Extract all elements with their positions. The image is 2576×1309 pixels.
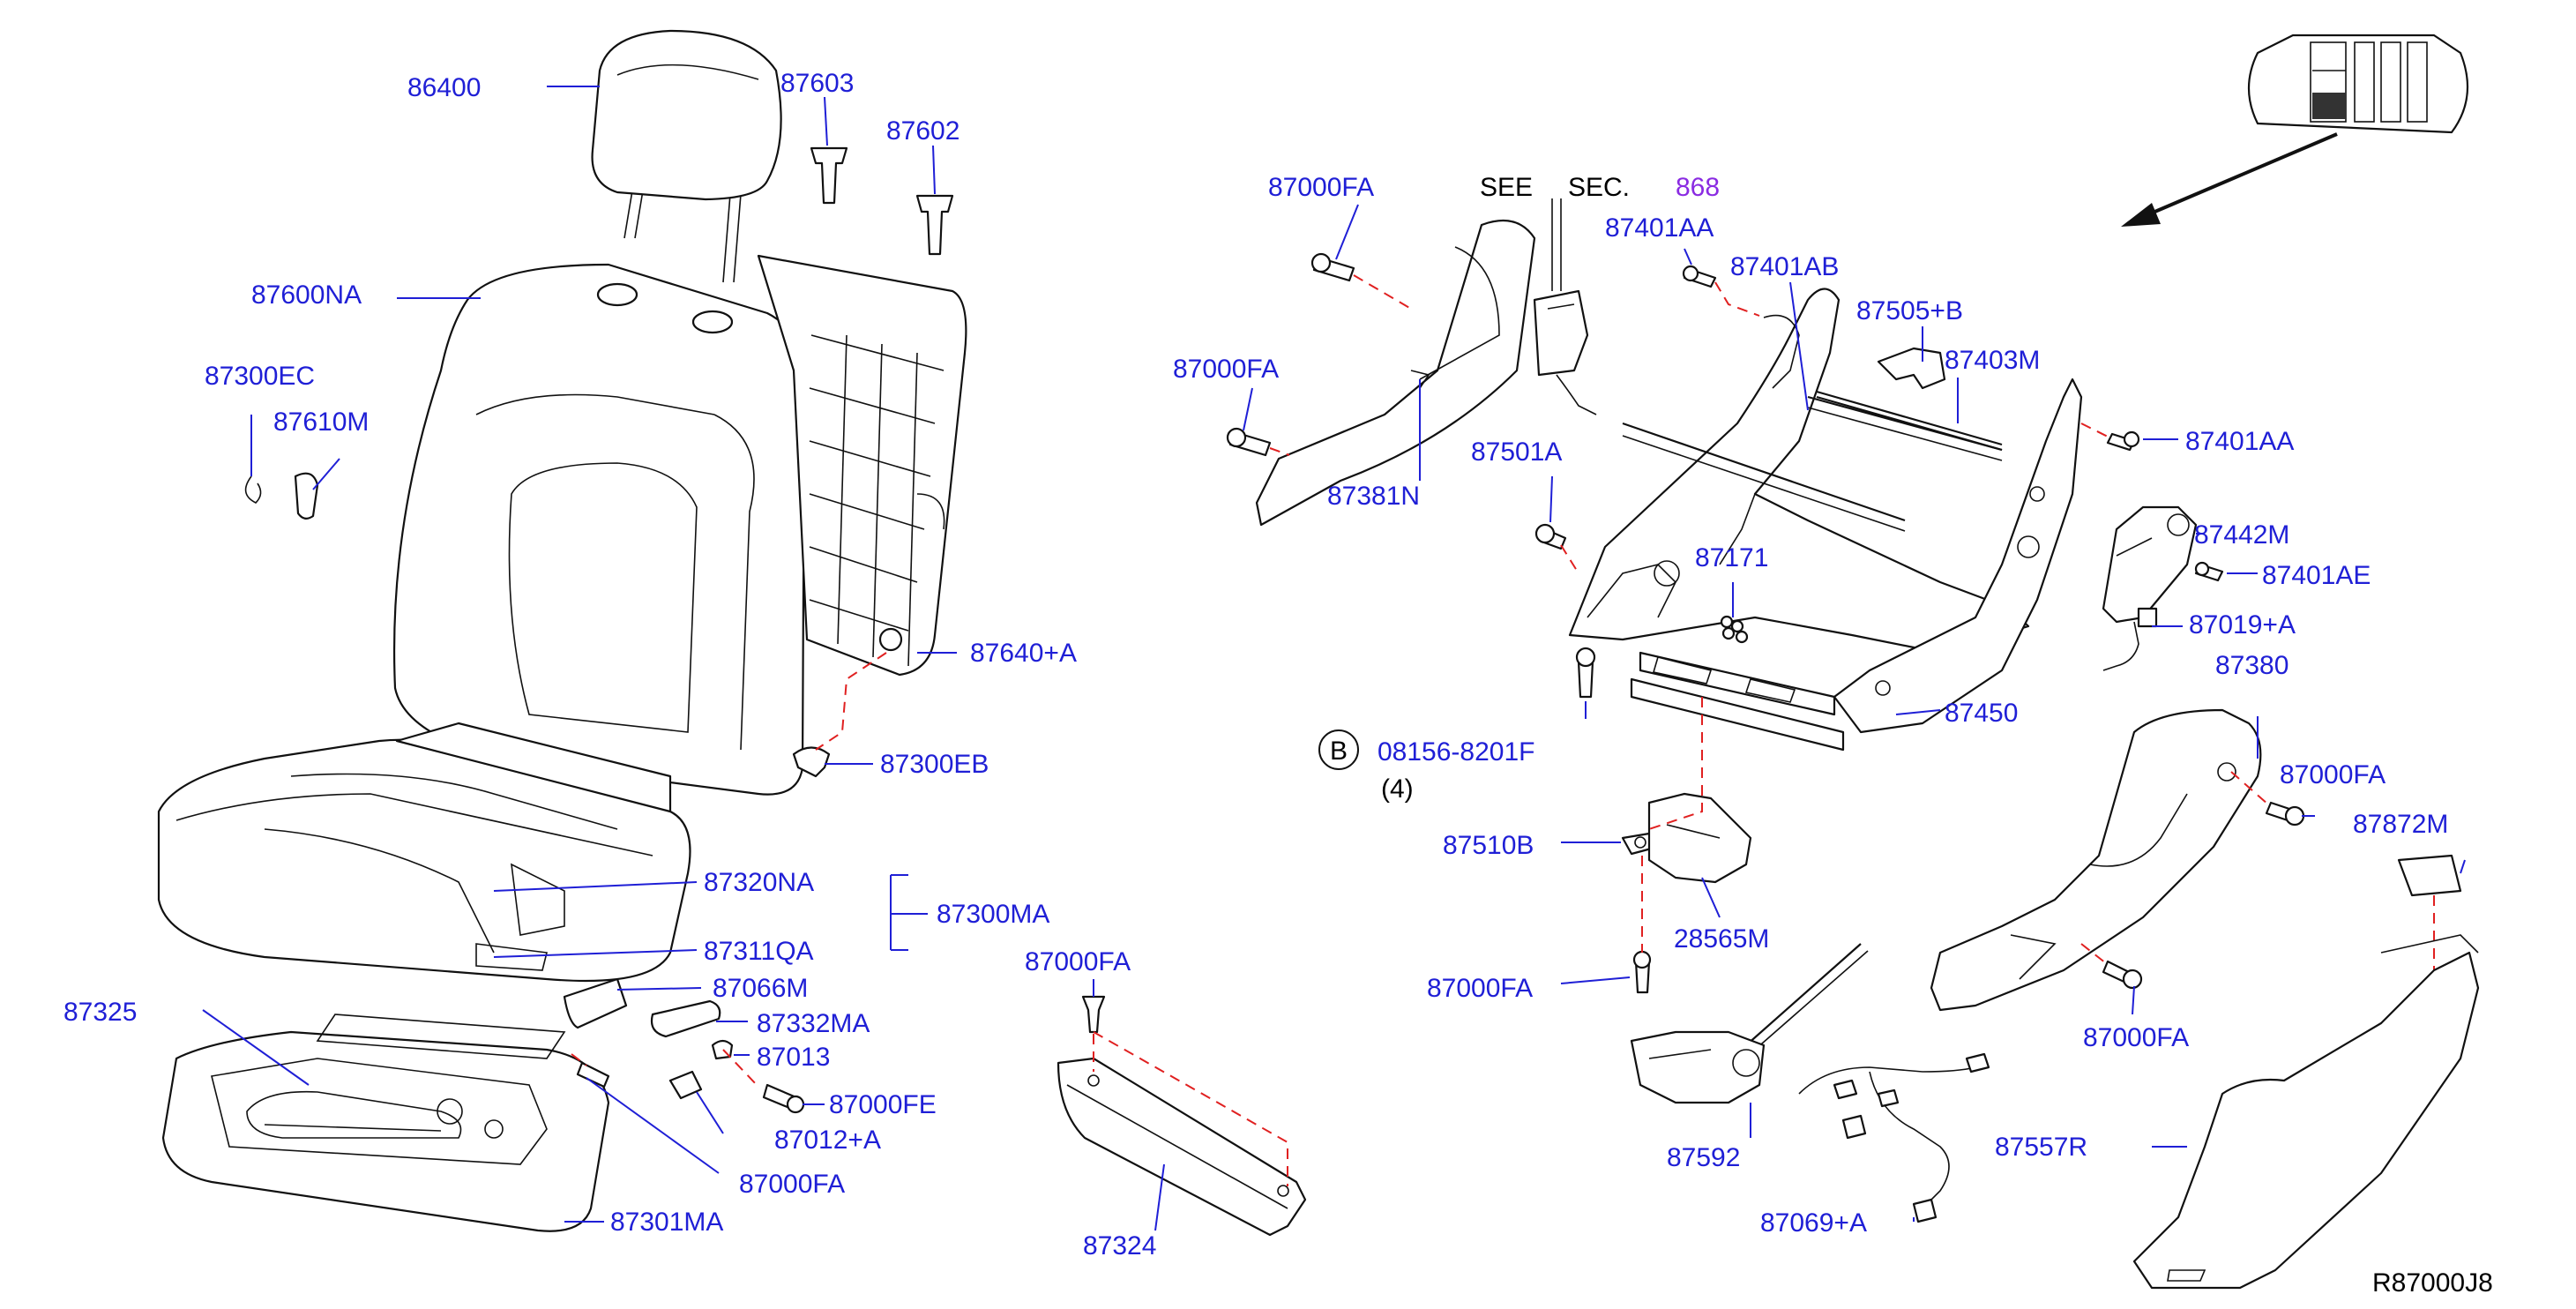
seat-cushion-part <box>157 722 691 983</box>
label-87602: 87602 <box>886 116 959 146</box>
clip-87300ec <box>244 475 262 504</box>
sec-label: SEC. <box>1568 173 1630 202</box>
label-87012a: 87012+A <box>774 1126 881 1155</box>
label-87401aa-right: 87401AA <box>2185 427 2294 456</box>
label-86400: 86400 <box>407 73 481 102</box>
label-87000fa-low: 87000FA <box>1427 974 1533 1003</box>
label-87311qa: 87311QA <box>704 937 814 966</box>
bolt-87000fa-low <box>1632 950 1652 994</box>
label-87505b: 87505+B <box>1856 296 1963 325</box>
label-87640a: 87640+A <box>970 639 1077 668</box>
motor-87442m <box>2102 505 2198 624</box>
callout-b-circle <box>1318 729 1359 770</box>
sec-number[interactable]: 868 <box>1676 173 1720 202</box>
label-87324: 87324 <box>1083 1231 1156 1260</box>
headrest-guide-87602 <box>915 194 954 256</box>
bolt-87000fa-cover2 <box>2102 960 2143 990</box>
see-label: SEE <box>1480 173 1533 202</box>
pad-87872m <box>2397 854 2462 897</box>
label-87000fa-cover2: 87000FA <box>2083 1023 2189 1052</box>
diagram-id: R87000J8 <box>2372 1268 2493 1298</box>
seat-cushion-frame <box>161 1014 610 1232</box>
label-87013: 87013 <box>757 1043 830 1072</box>
label-87000fe: 87000FE <box>829 1090 937 1119</box>
label-87300ma: 87300MA <box>937 900 1049 929</box>
label-87381n: 87381N <box>1327 482 1420 511</box>
label-87325: 87325 <box>63 998 137 1027</box>
cover-87066m <box>563 977 628 1029</box>
direction-arrow <box>2121 132 2338 227</box>
slide-motor-87592 <box>1630 943 1869 1104</box>
label-87600na: 87600NA <box>251 280 362 310</box>
bracket-87505b <box>1877 347 1946 390</box>
label-87000fa-top: 87000FA <box>1268 173 1374 202</box>
label-qty-4: (4) <box>1381 774 1414 804</box>
label-87401ae: 87401AE <box>2262 561 2371 590</box>
seatback-part <box>392 263 807 796</box>
label-87000fa-cover: 87000FA <box>2280 760 2386 789</box>
seatbelt-buckle <box>1533 198 1597 415</box>
label-87300ec: 87300EC <box>205 362 315 391</box>
bolt-87401aa-right <box>2106 430 2140 452</box>
bracket-28565m <box>1647 792 1752 884</box>
label-87380: 87380 <box>2215 651 2289 680</box>
label-87019a: 87019+A <box>2189 610 2296 640</box>
bolt-87000fa-top <box>1310 252 1355 282</box>
bolt-87000fe <box>762 1083 805 1114</box>
clip-87300eb <box>792 746 831 778</box>
seat-frame-87450 <box>1568 288 2083 752</box>
label-87603: 87603 <box>780 69 854 98</box>
bolt-87000fa-seat <box>576 1061 610 1088</box>
bolt-08156 <box>1575 647 1596 699</box>
label-87557r: 87557R <box>1995 1133 2087 1162</box>
bolt-87401ae <box>2194 561 2224 582</box>
label-87450: 87450 <box>1945 699 2018 728</box>
label-87320na: 87320NA <box>704 868 814 897</box>
seatback-frame-mesh <box>757 254 967 677</box>
label-28565m: 28565M <box>1674 924 1769 954</box>
bolt-87000fa-mid <box>1226 427 1272 457</box>
vehicle-location-icon <box>2247 34 2469 134</box>
leader-lines-right <box>1243 204 2466 1222</box>
label-08156-8201f: 08156-8201F <box>1378 737 1534 767</box>
label-87332ma: 87332MA <box>757 1009 870 1038</box>
bolt-87401aa-top <box>1682 265 1717 288</box>
label-87300eb: 87300EB <box>880 750 989 779</box>
label-87000fa-mid: 87000FA <box>1173 355 1279 384</box>
rod-87403m <box>1816 390 2003 452</box>
label-87610m: 87610M <box>273 408 369 437</box>
headrest-guide-87603 <box>810 146 848 205</box>
clip-87610m <box>294 472 319 520</box>
label-87066m: 87066M <box>713 974 808 1003</box>
headrest-part <box>591 29 782 283</box>
callout-b-letter: B <box>1330 737 1348 766</box>
bolt-87501a <box>1534 523 1567 550</box>
cover-87332ma <box>650 999 721 1038</box>
label-87510b: 87510B <box>1443 831 1534 860</box>
nut-87171 <box>1720 615 1744 633</box>
label-87069a: 87069+A <box>1760 1208 1867 1238</box>
bolt-87000fa-cover <box>2265 801 2305 827</box>
label-87000fa-seat: 87000FA <box>739 1170 845 1199</box>
side-trim-87381n <box>1255 219 1536 527</box>
label-87872m: 87872M <box>2353 810 2448 839</box>
label-87403m: 87403M <box>1945 346 2040 375</box>
label-87401ab: 87401AB <box>1730 252 1839 281</box>
label-87592: 87592 <box>1667 1143 1740 1172</box>
label-87000fa-rail: 87000FA <box>1025 947 1131 976</box>
label-87401aa-top: 87401AA <box>1605 213 1714 243</box>
knob-87012a <box>668 1070 703 1100</box>
inner-cover-87557r <box>2132 934 2480 1290</box>
harness-87069a <box>1798 1052 1990 1223</box>
label-87501a: 87501A <box>1471 438 1562 467</box>
label-87442m: 87442M <box>2194 520 2289 550</box>
leader-lines-left <box>202 86 1165 1231</box>
label-87171: 87171 <box>1695 543 1768 572</box>
outer-cover-87380 <box>1930 708 2262 1012</box>
rail-cover-87324 <box>1057 995 1307 1237</box>
label-87301ma: 87301MA <box>610 1208 723 1237</box>
